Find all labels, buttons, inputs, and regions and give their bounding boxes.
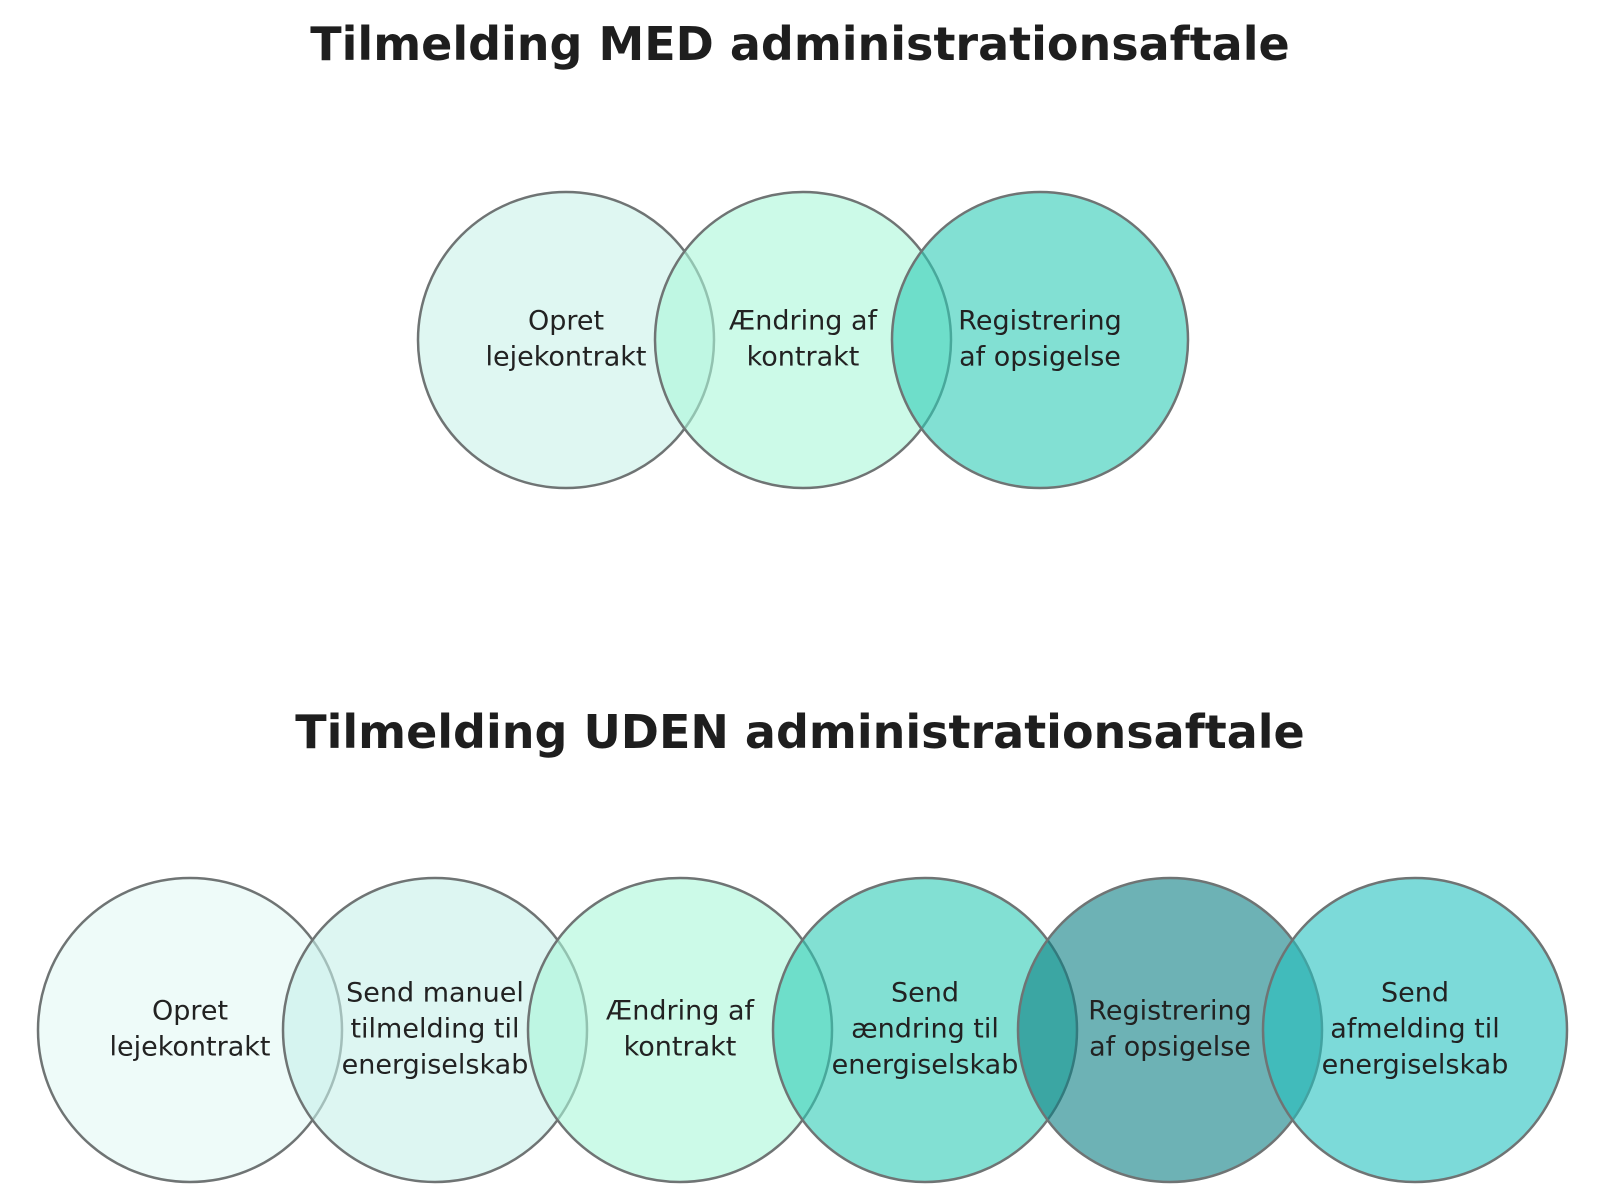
step-label-line: Send bbox=[891, 978, 959, 1009]
step-label-line: Opret bbox=[152, 996, 228, 1027]
section-title: Tilmelding UDEN administrationsaftale bbox=[295, 705, 1304, 759]
step-circle bbox=[890, 190, 1190, 490]
step-label-line: af opsigelse bbox=[959, 342, 1121, 373]
section-med-administrationsaftale: Tilmelding MED administrationsaftale Opr… bbox=[310, 17, 1290, 490]
section-title: Tilmelding MED administrationsaftale bbox=[310, 17, 1289, 71]
step-label-line: Ændring af bbox=[606, 996, 756, 1027]
step-label-line: energiselskab bbox=[342, 1050, 529, 1081]
step-label-line: Send manuel bbox=[346, 978, 524, 1009]
step-label-line: kontrakt bbox=[747, 342, 860, 373]
step-label-line: kontrakt bbox=[624, 1032, 737, 1063]
step-label-line: Send bbox=[1381, 978, 1449, 1009]
step-label-line: tilmelding til bbox=[350, 1014, 519, 1045]
step-label-line: lejekontrakt bbox=[110, 1032, 271, 1063]
step-label-line: lejekontrakt bbox=[486, 342, 647, 373]
step-label-line: Registrering bbox=[1088, 996, 1251, 1027]
step-circle bbox=[1261, 876, 1569, 1184]
step-label-line: energiselskab bbox=[832, 1050, 1019, 1081]
step-label-line: Ændring af bbox=[729, 306, 879, 337]
step-label-line: ændring til bbox=[851, 1014, 999, 1045]
section-uden-administrationsaftale: Tilmelding UDEN administrationsaftale Op… bbox=[36, 705, 1569, 1184]
step-label-line: Registrering bbox=[958, 306, 1121, 337]
step-label-line: Opret bbox=[528, 306, 604, 337]
step-label-line: af opsigelse bbox=[1089, 1032, 1251, 1063]
step-label-line: afmelding til bbox=[1330, 1014, 1500, 1045]
step-label-line: energiselskab bbox=[1322, 1050, 1509, 1081]
